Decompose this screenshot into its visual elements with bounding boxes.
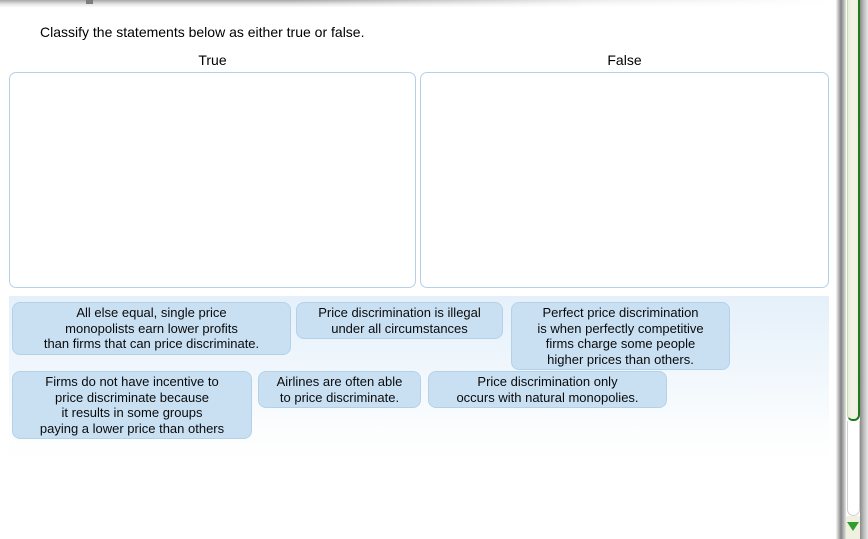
statement-chip[interactable]: Firms do not have incentive to price dis…	[12, 371, 252, 439]
scroll-down-icon	[847, 522, 859, 531]
statement-chip[interactable]: Price discrimination is illegal under al…	[296, 302, 503, 339]
scrollbar-track-lower[interactable]	[846, 421, 860, 516]
vertical-scrollbar[interactable]	[836, 0, 868, 539]
bin-label-true: True	[198, 52, 227, 68]
bin-label-false: False	[607, 52, 642, 68]
false-dropzone[interactable]	[420, 72, 829, 288]
statement-chip[interactable]: Airlines are often able to price discrim…	[258, 371, 421, 408]
toolbar-edge	[0, 0, 836, 7]
true-dropzone[interactable]	[9, 72, 416, 288]
scrollbar-right-groove	[860, 0, 868, 539]
scrollbar-thumb[interactable]	[846, 0, 860, 421]
scrollbar-track[interactable]	[846, 0, 860, 539]
toolbar-notch	[86, 0, 93, 4]
scroll-down-button[interactable]	[846, 516, 860, 539]
instruction-text: Classify the statements below as either …	[40, 24, 365, 40]
statement-chip[interactable]: Perfect price discrimination is when per…	[511, 302, 730, 370]
statement-chip[interactable]: Price discrimination only occurs with na…	[428, 371, 667, 408]
scrollbar-left-groove	[836, 0, 846, 539]
statement-chip[interactable]: All else equal, single price monopolists…	[12, 302, 291, 355]
